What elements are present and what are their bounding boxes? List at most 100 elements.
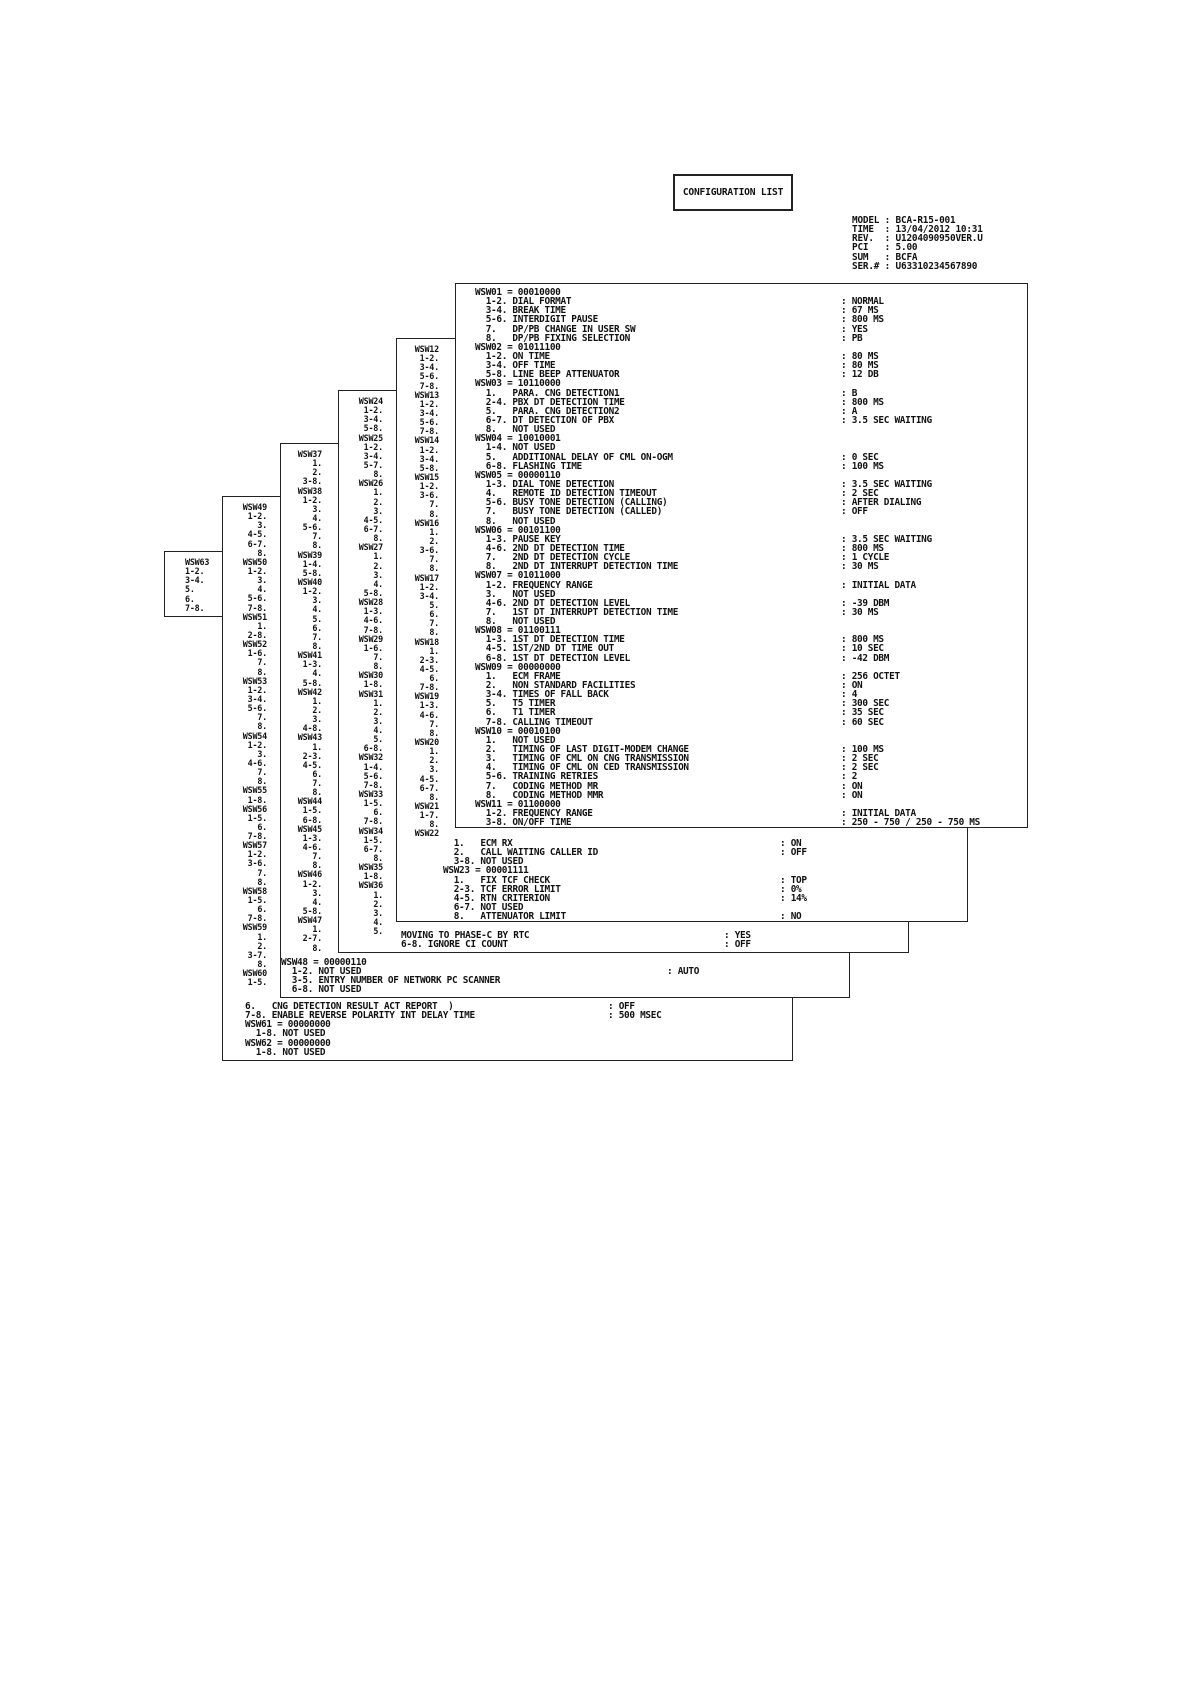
header-line: TIME : 13/04/2012 10:31	[852, 224, 983, 236]
setting-value	[841, 727, 980, 736]
switch-label: 1.	[373, 889, 383, 900]
header-line: REV. : U1204090950VER.U	[852, 233, 983, 245]
setting-row: WSW03 = 10110000	[475, 378, 561, 390]
switch-label: 8.	[257, 721, 267, 732]
switch-label: 4-5.	[419, 663, 440, 674]
switch-label: 5-6.	[419, 417, 440, 428]
setting-row: 1-3. PAUSE KEY	[475, 533, 561, 545]
setting-row: 7-8. CALLING TIMEOUT	[475, 716, 593, 728]
switch-label: 3-4.	[419, 453, 440, 464]
switch-label: 1-2.	[185, 566, 205, 577]
switch-label: 3-4.	[363, 450, 384, 461]
switch-label: 4.	[373, 578, 383, 589]
switch-label: 4.	[373, 725, 383, 736]
setting-row: 5-6. BUSY TONE DETECTION (CALLING)	[475, 497, 668, 509]
switch-label: WSW36	[358, 880, 383, 891]
switch-label: 6.	[429, 609, 439, 620]
setting-value: : 100 MS	[841, 744, 884, 756]
setting-value	[841, 425, 980, 434]
switch-label: 3.	[373, 907, 383, 918]
switch-label: 7.	[312, 631, 322, 642]
switch-label: 7-8.	[185, 602, 205, 613]
switch-label: 8.	[312, 942, 322, 953]
switch-label: 6.	[185, 593, 195, 604]
setting-row: 6. T1 TIMER	[475, 707, 556, 719]
switch-label: 8.	[257, 547, 267, 558]
setting-row: 2. CALL WAITING CALLER ID	[443, 847, 599, 859]
setting-row: 1-2. NOT USED	[281, 966, 362, 978]
switch-label: 6.	[312, 622, 322, 633]
setting-value: : 30 MS	[841, 606, 879, 618]
setting-row: 4-5. RTN CRITERION	[443, 892, 551, 904]
switch-label: WSW56	[242, 803, 267, 814]
configuration-list-title: CONFIGURATION LIST	[673, 174, 793, 211]
switch-label: 4-6.	[419, 709, 440, 720]
switch-label: 7-8.	[419, 380, 440, 391]
switch-label: 8.	[312, 540, 322, 551]
switch-label: 3-4.	[247, 693, 268, 704]
switch-label: 1.	[373, 551, 383, 562]
switch-label: 1.	[373, 487, 383, 498]
switch-label: 1-2.	[363, 441, 384, 452]
setting-value: : -39 DBM	[841, 597, 890, 609]
setting-value: : OFF	[780, 847, 807, 859]
switch-label: WSW20	[414, 737, 439, 748]
switch-label: 1-2.	[302, 586, 323, 597]
switch-label: 4.	[373, 917, 383, 928]
setting-row: 2-4. PBX DT DETECTION TIME	[475, 396, 625, 408]
switch-label: WSW16	[414, 517, 439, 528]
setting-row: 7. BUSY TONE DETECTION (CALLED)	[475, 506, 663, 518]
setting-value: : AFTER DIALING	[841, 497, 922, 509]
setting-value: : 800 MS	[841, 542, 884, 554]
switch-label: WSW52	[242, 639, 267, 650]
switch-label: 6-7.	[247, 538, 268, 549]
setting-row: 1-2. FREQUENCY RANGE	[475, 579, 593, 591]
switch-label: 1-4.	[302, 558, 323, 569]
switch-label: WSW39	[297, 549, 322, 560]
setting-row: 1-3. DIAL TONE DETECTION	[475, 478, 615, 490]
setting-row: WSW48 = 00000110	[281, 957, 367, 968]
switch-label: 5-8.	[419, 462, 440, 473]
setting-value: : INITIAL DATA	[841, 579, 916, 591]
switch-label: 3.	[312, 595, 322, 606]
setting-row: 2-3. TCF ERROR LIMIT	[443, 883, 561, 895]
switch-label: 1-5.	[302, 805, 323, 816]
switch-label: WSW42	[297, 686, 322, 697]
switch-label: WSW53	[242, 675, 267, 686]
setting-value: : 10 SEC	[841, 643, 884, 655]
setting-value: : 3.5 SEC WAITING	[841, 478, 932, 490]
switch-label: 5-6.	[247, 593, 268, 604]
setting-row: WSW09 = 00000000	[475, 661, 561, 673]
setting-value: : 800 MS	[841, 396, 884, 408]
setting-row: 1-2. DIAL FORMAT	[475, 296, 572, 308]
switch-label: 8.	[312, 787, 322, 798]
setting-row: 3-4. TIMES OF FALL BACK	[475, 689, 609, 701]
setting-value: : OFF	[608, 1001, 635, 1012]
switch-label: 1.	[312, 458, 322, 469]
switch-label: 3.	[312, 887, 322, 898]
switch-label: 3.	[373, 569, 383, 580]
switch-label: 1.	[312, 695, 322, 706]
switch-label: WSW21	[414, 801, 439, 812]
switch-label: 3-4.	[419, 362, 440, 373]
switch-label: WSW47	[297, 915, 322, 926]
switch-label: 1.	[429, 645, 439, 656]
switch-label: 3-7.	[247, 949, 268, 960]
switch-label: 7.	[429, 554, 439, 565]
sheet6-items: WSW48 = 00000110 1-2. NOT USED 3-5. ENTR…	[281, 958, 500, 995]
setting-row: 7. DP/PB CHANGE IN USER SW	[475, 323, 636, 335]
switch-label: 4-5.	[363, 514, 384, 525]
setting-row: 4-6. 2ND DT DETECTION LEVEL	[475, 597, 631, 609]
switch-label: 3-4.	[419, 590, 440, 601]
setting-row: 5-6. INTERDIGIT PAUSE	[475, 314, 599, 326]
setting-value: : ON	[841, 780, 863, 792]
switch-label: 6.	[373, 807, 383, 818]
setting-value: : 2 SEC	[841, 488, 879, 500]
switch-label: WSW17	[414, 572, 439, 583]
switch-label: 5-6.	[302, 522, 323, 533]
switch-label: 5-7.	[363, 459, 384, 470]
switch-label: 3.	[257, 575, 267, 586]
